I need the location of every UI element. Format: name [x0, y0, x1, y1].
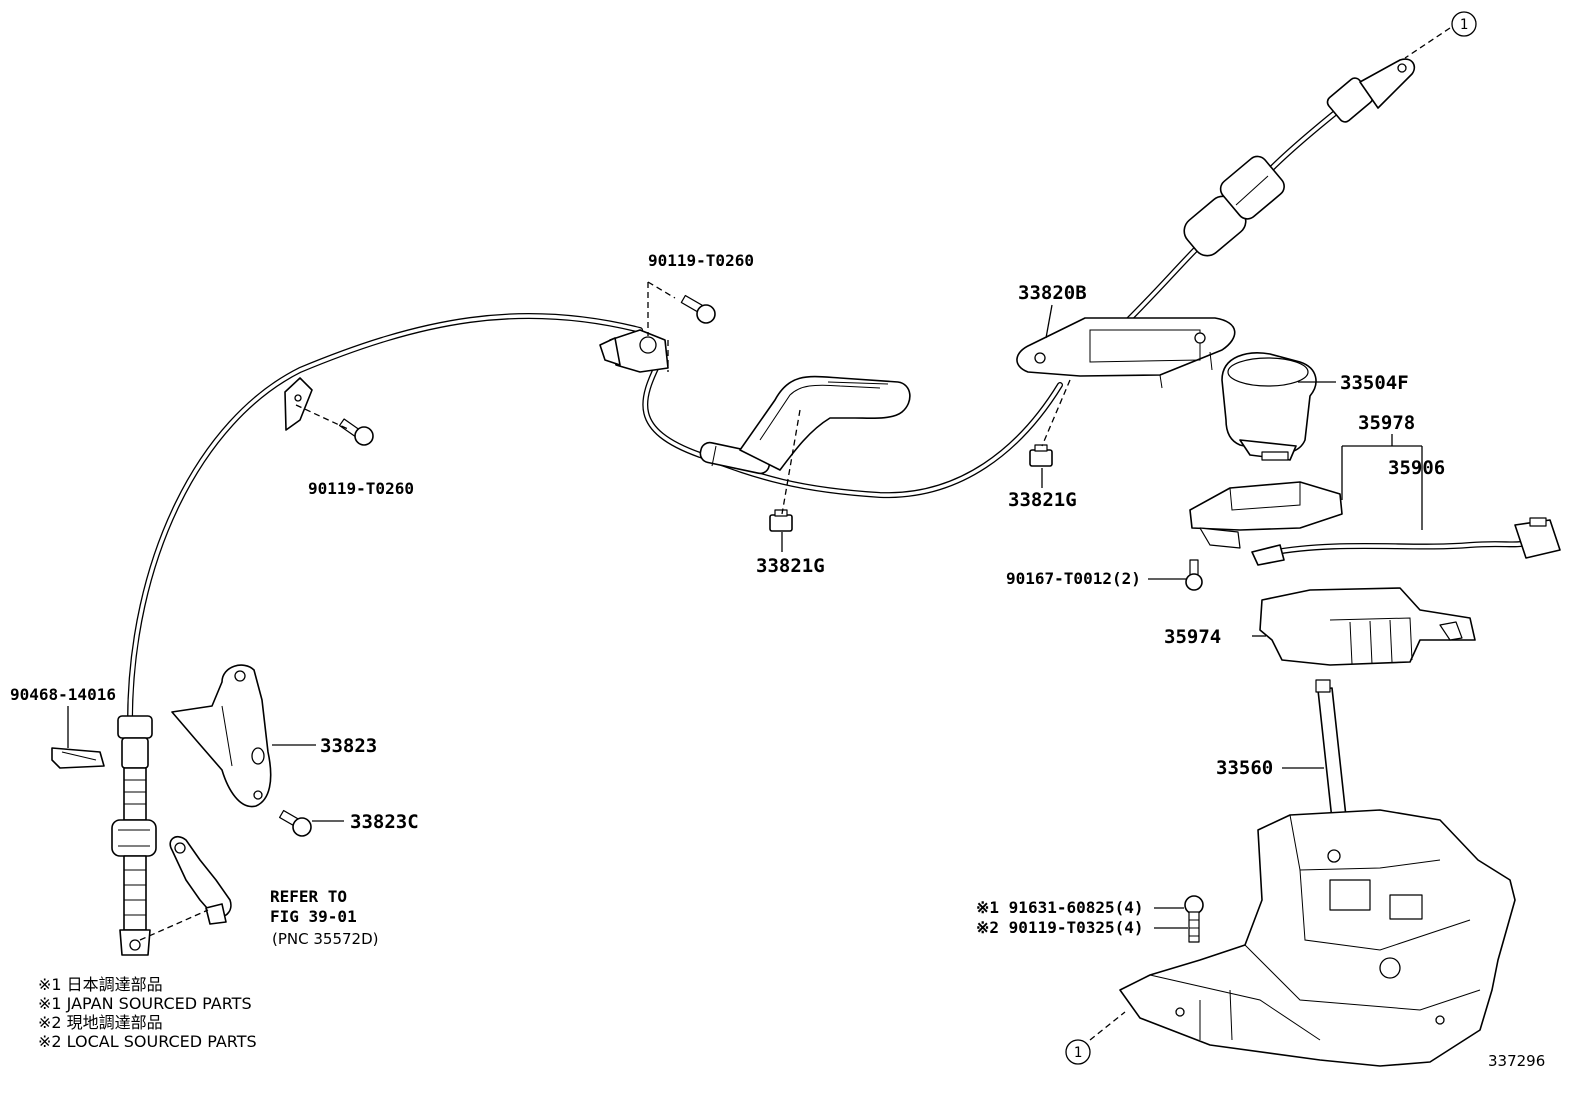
- refer-bracket: [169, 835, 232, 925]
- note-line-3: ※2 現地調達部品: [38, 1013, 163, 1032]
- reference-marker-bottom: 1: [1065, 1039, 1091, 1065]
- label-33560: 33560: [1216, 757, 1273, 779]
- screw-90167: [1185, 559, 1203, 591]
- label-90119-t0325: ※2 90119-T0325(4): [976, 918, 1144, 937]
- cable-end-lower: [111, 715, 157, 956]
- ref-circle-bottom-text: 1: [1074, 1045, 1082, 1061]
- label-91631-60825: ※1 91631-60825(4): [976, 898, 1144, 917]
- clip-90468: [51, 747, 105, 769]
- label-33823c: 33823C: [350, 811, 419, 833]
- note-line-2: ※1 JAPAN SOURCED PARTS: [38, 994, 252, 1013]
- reference-marker-top: 1: [1451, 11, 1477, 37]
- label-90119-t0260-left: 90119-T0260: [308, 479, 414, 498]
- bolt-90119-left: [338, 418, 374, 446]
- label-33823: 33823: [320, 735, 377, 757]
- dashed-lines: [139, 27, 1451, 1041]
- refer-to-line3: (PNC 35572D): [272, 930, 378, 948]
- cable-bracket-left: [284, 377, 313, 431]
- label-90468-14016: 90468-14016: [10, 685, 116, 704]
- label-90167-t0012: 90167-T0012(2): [1006, 569, 1141, 588]
- bolt-33823c: [279, 809, 312, 837]
- clip-33821g-mid: [769, 509, 793, 532]
- label-35978: 35978: [1358, 412, 1415, 434]
- note-line-4: ※2 LOCAL SOURCED PARTS: [38, 1032, 257, 1051]
- cable-end-upper: [1183, 58, 1416, 257]
- shift-lever-33560: [1119, 679, 1516, 1067]
- label-90119-t0260-top: 90119-T0260: [648, 251, 754, 270]
- figure-number: 337296: [1488, 1052, 1545, 1070]
- bolt-91631: [1184, 895, 1204, 943]
- ref-circle-top-text: 1: [1460, 17, 1468, 33]
- sourcing-notes: ※1 日本調達部品 ※1 JAPAN SOURCED PARTS ※2 現地調達…: [38, 975, 257, 1051]
- housing-35974: [1259, 587, 1476, 666]
- support-arm: [739, 375, 911, 471]
- plate-33820b: [1016, 317, 1236, 389]
- label-33821g-mid: 33821G: [756, 555, 825, 577]
- shift-cable: [127, 102, 1348, 725]
- label-35906: 35906: [1388, 457, 1445, 479]
- label-35974: 35974: [1164, 626, 1221, 648]
- bracket-33823: [171, 664, 272, 808]
- clip-33821g-right: [1029, 444, 1053, 467]
- refer-to-line1: REFER TO: [270, 887, 347, 906]
- label-33821g-right: 33821G: [1008, 489, 1077, 511]
- cable-bracket-top: [599, 329, 669, 373]
- refer-to-line2: FIG 39-01: [270, 907, 357, 926]
- harness-35906: [1251, 517, 1561, 566]
- bolt-90119-top: [680, 294, 716, 324]
- leader-lines: [67, 304, 1423, 929]
- switch-35978: [1189, 481, 1343, 549]
- label-33820b: 33820B: [1018, 282, 1087, 304]
- label-33504f: 33504F: [1340, 372, 1409, 394]
- shift-knob-33504f: [1221, 352, 1317, 461]
- note-line-1: ※1 日本調達部品: [38, 975, 163, 994]
